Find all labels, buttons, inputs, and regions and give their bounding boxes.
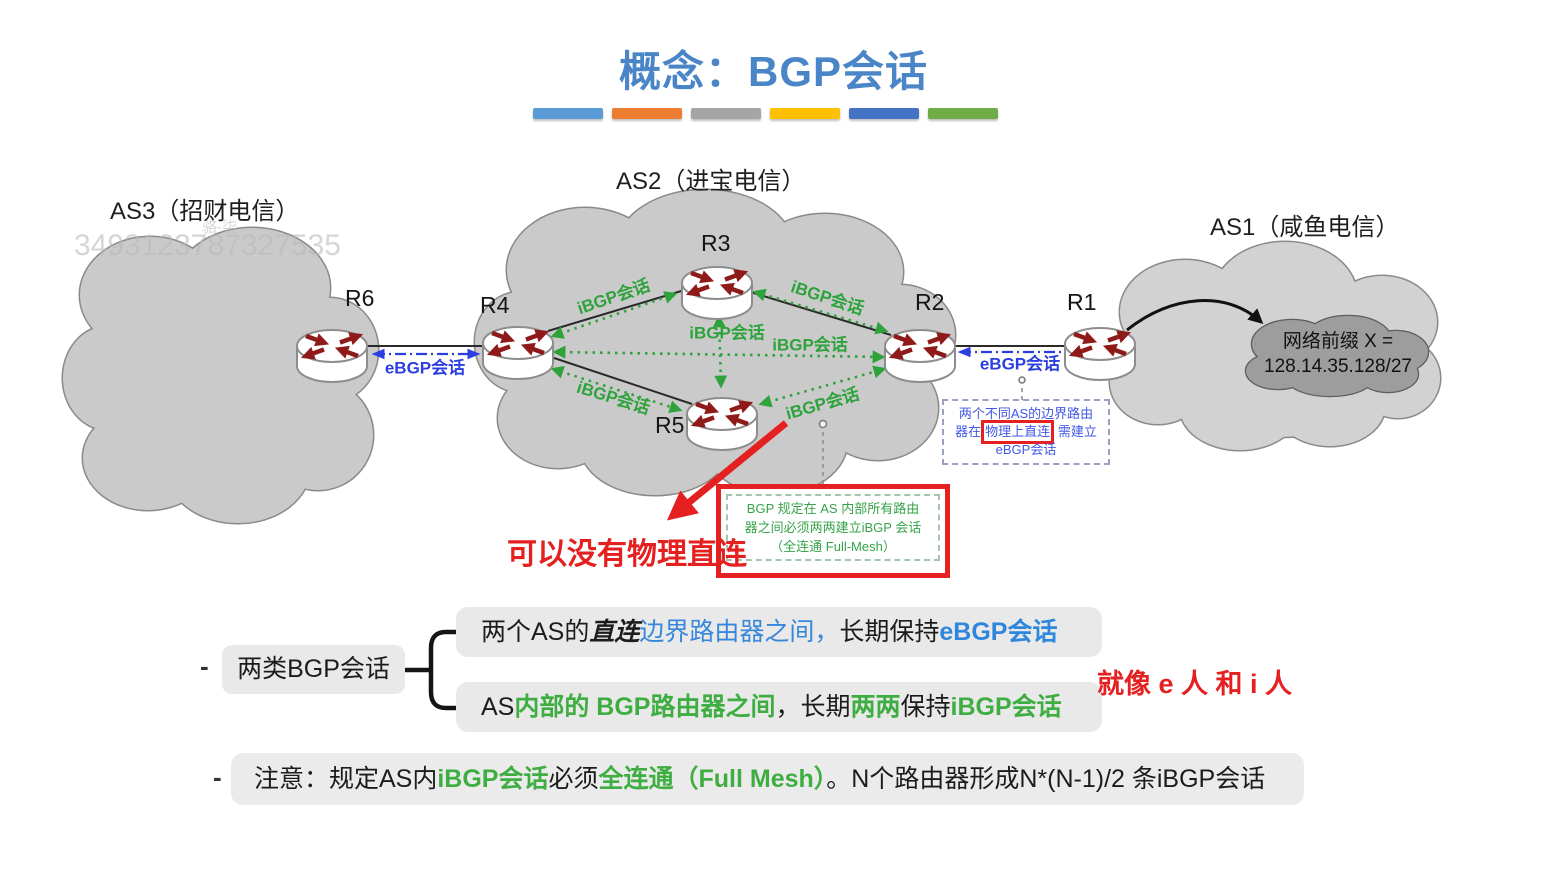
ebgp-session-lines [371, 346, 1079, 360]
router-r2-label: R2 [915, 289, 945, 315]
router-r2 [885, 330, 955, 382]
router-r6-label: R6 [345, 285, 375, 311]
branch1-s2: 直连 [589, 618, 640, 646]
route-advertise-arrow [1126, 299, 1264, 332]
page-title: 概念：BGP会话 [618, 48, 928, 95]
branch2-s1: AS [481, 693, 515, 721]
router-r1-label: R1 [1067, 289, 1097, 315]
accent-bar [928, 108, 998, 119]
as2-label: AS2（进宝电信） [616, 168, 806, 195]
router-r5-label: R5 [655, 412, 685, 438]
accent-bar [533, 108, 603, 119]
branch2-s4: 两两 [850, 693, 901, 721]
router-r3 [682, 267, 752, 319]
router-r1 [1065, 328, 1135, 380]
branch2-s3: ，长期 [775, 693, 851, 721]
mindmap-branch-ebgp: 两个AS的直连边界路由器之间，长期保持eBGP会话 [456, 607, 1102, 657]
watermark-name: 骆-柒 [202, 219, 237, 236]
branch1-s3: 边界路由器之间， [639, 618, 840, 646]
mindmap-root: 两类BGP会话 [222, 645, 405, 694]
router-r3-label: R3 [701, 230, 731, 256]
note-s5: 。N个路由器形成N*(N-1)/2 条iBGP会话 [826, 765, 1266, 793]
ebgp-label-r2-r1: eBGP会话 [979, 354, 1061, 374]
note-s2: iBGP会话 [437, 765, 549, 793]
leader-dot [1018, 376, 1026, 384]
note-dash: - [213, 762, 222, 792]
red-annotation-arrow [666, 420, 789, 521]
mindmap-note: 注意：规定AS内iBGP会话必须全连通（Full Mesh）。N个路由器形成N*… [231, 753, 1304, 805]
leader-dot [818, 419, 828, 429]
as3-label: AS3（招财电信） [110, 198, 300, 225]
ibgp-label-r3-r5: iBGP会话 [689, 323, 765, 343]
branch1-s4: 长期保持 [839, 618, 940, 646]
ibgp-note-line1: BGP 规定在 AS 内部所有路由 [746, 501, 920, 516]
ebgp-note-line3: eBGP会话 [995, 442, 1057, 457]
router-r5 [687, 398, 757, 450]
ibgp-note-line2: 器之间必须两两建立iBGP 会话 [744, 520, 922, 535]
prefix-line2: 128.14.35.128/27 [1264, 356, 1412, 377]
ebgp-label-r6-r4: eBGP会话 [384, 358, 466, 378]
accent-bar [612, 108, 682, 119]
root-dash: - [200, 651, 209, 681]
watermark-digits: 3493123787327535 [74, 229, 341, 262]
accent-bar [849, 108, 919, 119]
branch2-s2: 内部的 BGP路由器之间 [514, 693, 776, 721]
ebgp-note-box: 两个不同AS的边界路由 器在物理上直连 需建立 eBGP会话 [942, 399, 1110, 465]
ebgp-note-highlight: 物理上直连 [981, 420, 1055, 444]
ebgp-note-line2: 器在物理上直连 需建立 [946, 420, 1106, 444]
mindmap-bracket [401, 629, 459, 711]
ebgp-note-line2-pre: 器在 [955, 424, 982, 439]
title-accent-bars [533, 108, 998, 119]
ibgp-note-box: BGP 规定在 AS 内部所有路由 器之间必须两两建立iBGP 会话 （全连通 … [726, 494, 940, 561]
note-s3: 必须 [548, 765, 599, 793]
accent-bar [770, 108, 840, 119]
ibgp-label-r4-r2: iBGP会话 [772, 335, 848, 355]
router-r4-label: R4 [480, 292, 510, 318]
router-r6 [297, 330, 367, 382]
as1-label: AS1（咸鱼电信） [1210, 214, 1400, 241]
note-s1: 注意：规定AS内 [254, 765, 438, 793]
mindmap-branch-ibgp: AS内部的 BGP路由器之间，长期两两保持iBGP会话 [456, 682, 1102, 732]
ebgp-note-line2-post: 需建立 [1057, 424, 1097, 439]
prefix-cloud-text: 网络前缀 X = 128.14.35.128/27 [1252, 329, 1424, 379]
branch1-s5: eBGP会话 [939, 618, 1058, 646]
ibgp-note-frame: BGP 规定在 AS 内部所有路由 器之间必须两两建立iBGP 会话 （全连通 … [716, 484, 950, 578]
ebgp-note-line1: 两个不同AS的边界路由 [958, 406, 1094, 421]
branch1-s1: 两个AS的 [481, 618, 590, 646]
note-s4: 全连通（Full Mesh） [598, 765, 827, 793]
router-r4 [483, 327, 553, 379]
red-annotation-text: 可以没有物理直连 [507, 538, 747, 571]
ibgp-note-line3: （全连通 Full-Mesh） [770, 539, 896, 554]
side-note-red: 就像 e 人 和 i 人 [1097, 669, 1293, 699]
prefix-line1: 网络前缀 X = [1282, 331, 1394, 352]
leader-lines [822, 384, 1023, 484]
branch2-s6: iBGP会话 [950, 693, 1062, 721]
ibgp-session-lines [550, 288, 889, 413]
accent-bar [691, 108, 761, 119]
branch2-s5: 保持 [900, 693, 951, 721]
